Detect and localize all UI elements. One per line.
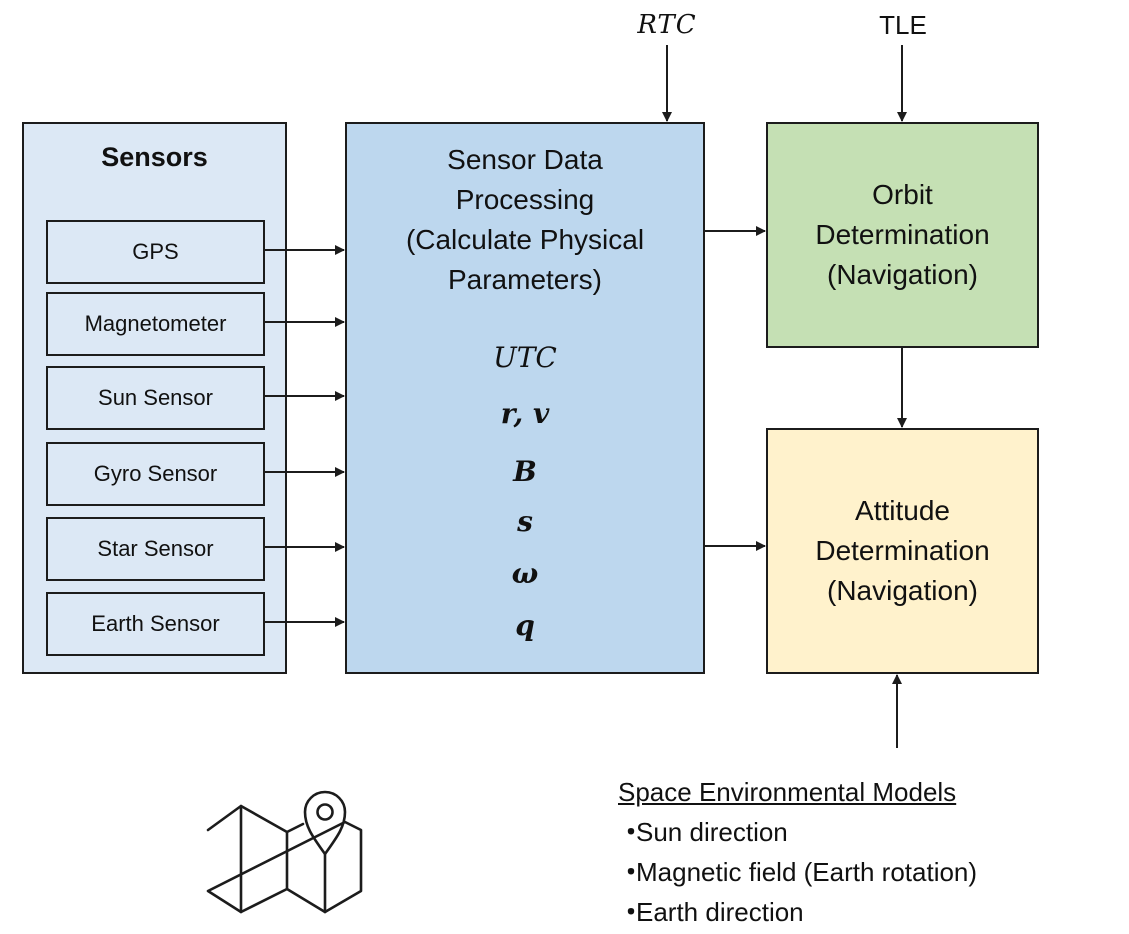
- sensor-gyro: Gyro Sensor: [46, 442, 265, 506]
- param-utc: UTC: [493, 341, 557, 374]
- space-environmental-models: Space Environmental Models ・Sun directio…: [618, 772, 1128, 932]
- sensor-gps: GPS: [46, 220, 265, 284]
- environment-item: ・Magnetic field (Earth rotation): [618, 852, 1128, 892]
- sensor-data-processing-box: Sensor Data Processing (Calculate Physic…: [345, 122, 705, 674]
- environment-item: ・Sun direction: [618, 812, 1128, 852]
- orbit-label-line: Orbit: [872, 179, 933, 210]
- processing-title-line: (Calculate Physical: [405, 224, 645, 255]
- attitude-label: Attitude Determination (Navigation): [768, 491, 1037, 611]
- orbit-label: Orbit Determination (Navigation): [768, 175, 1037, 295]
- tle-label: TLE: [879, 10, 927, 40]
- attitude-determination-box: Attitude Determination (Navigation): [766, 428, 1039, 674]
- environment-item: ・Earth direction: [618, 892, 1128, 932]
- sensors-panel: Sensors GPS Magnetometer Sun Sensor Gyro…: [22, 122, 287, 674]
- map-pin-icon: [206, 790, 363, 914]
- environment-title: Space Environmental Models: [618, 777, 957, 807]
- attitude-label-line: (Navigation): [827, 575, 978, 606]
- sensor-magnetometer: Magnetometer: [46, 292, 265, 356]
- environment-item-text: Sun direction: [636, 817, 788, 847]
- environment-item-text: Magnetic field (Earth rotation): [636, 857, 978, 887]
- param-q: q: [515, 609, 535, 642]
- rtc-label: RTC: [637, 10, 697, 40]
- param-s: s: [517, 505, 533, 538]
- processing-title-line: Parameters): [447, 264, 603, 295]
- attitude-label-line: Determination: [815, 535, 990, 566]
- sensor-earth: Earth Sensor: [46, 592, 265, 656]
- param-b: B: [513, 455, 537, 488]
- sensor-star: Star Sensor: [46, 517, 265, 581]
- orbit-determination-box: Orbit Determination (Navigation): [766, 122, 1039, 348]
- orbit-label-line: (Navigation): [827, 259, 978, 290]
- param-omega: ω: [511, 557, 539, 590]
- param-r-v: r, v: [500, 397, 550, 430]
- processing-title: Sensor Data Processing (Calculate Physic…: [347, 140, 703, 300]
- sensor-sun: Sun Sensor: [46, 366, 265, 430]
- orbit-label-line: Determination: [815, 219, 990, 250]
- processing-title-line: Processing: [455, 184, 595, 215]
- environment-item-text: Earth direction: [636, 897, 804, 927]
- attitude-label-line: Attitude: [855, 495, 950, 526]
- processing-title-line: Sensor Data: [447, 144, 603, 175]
- sensors-title: Sensors: [101, 142, 208, 172]
